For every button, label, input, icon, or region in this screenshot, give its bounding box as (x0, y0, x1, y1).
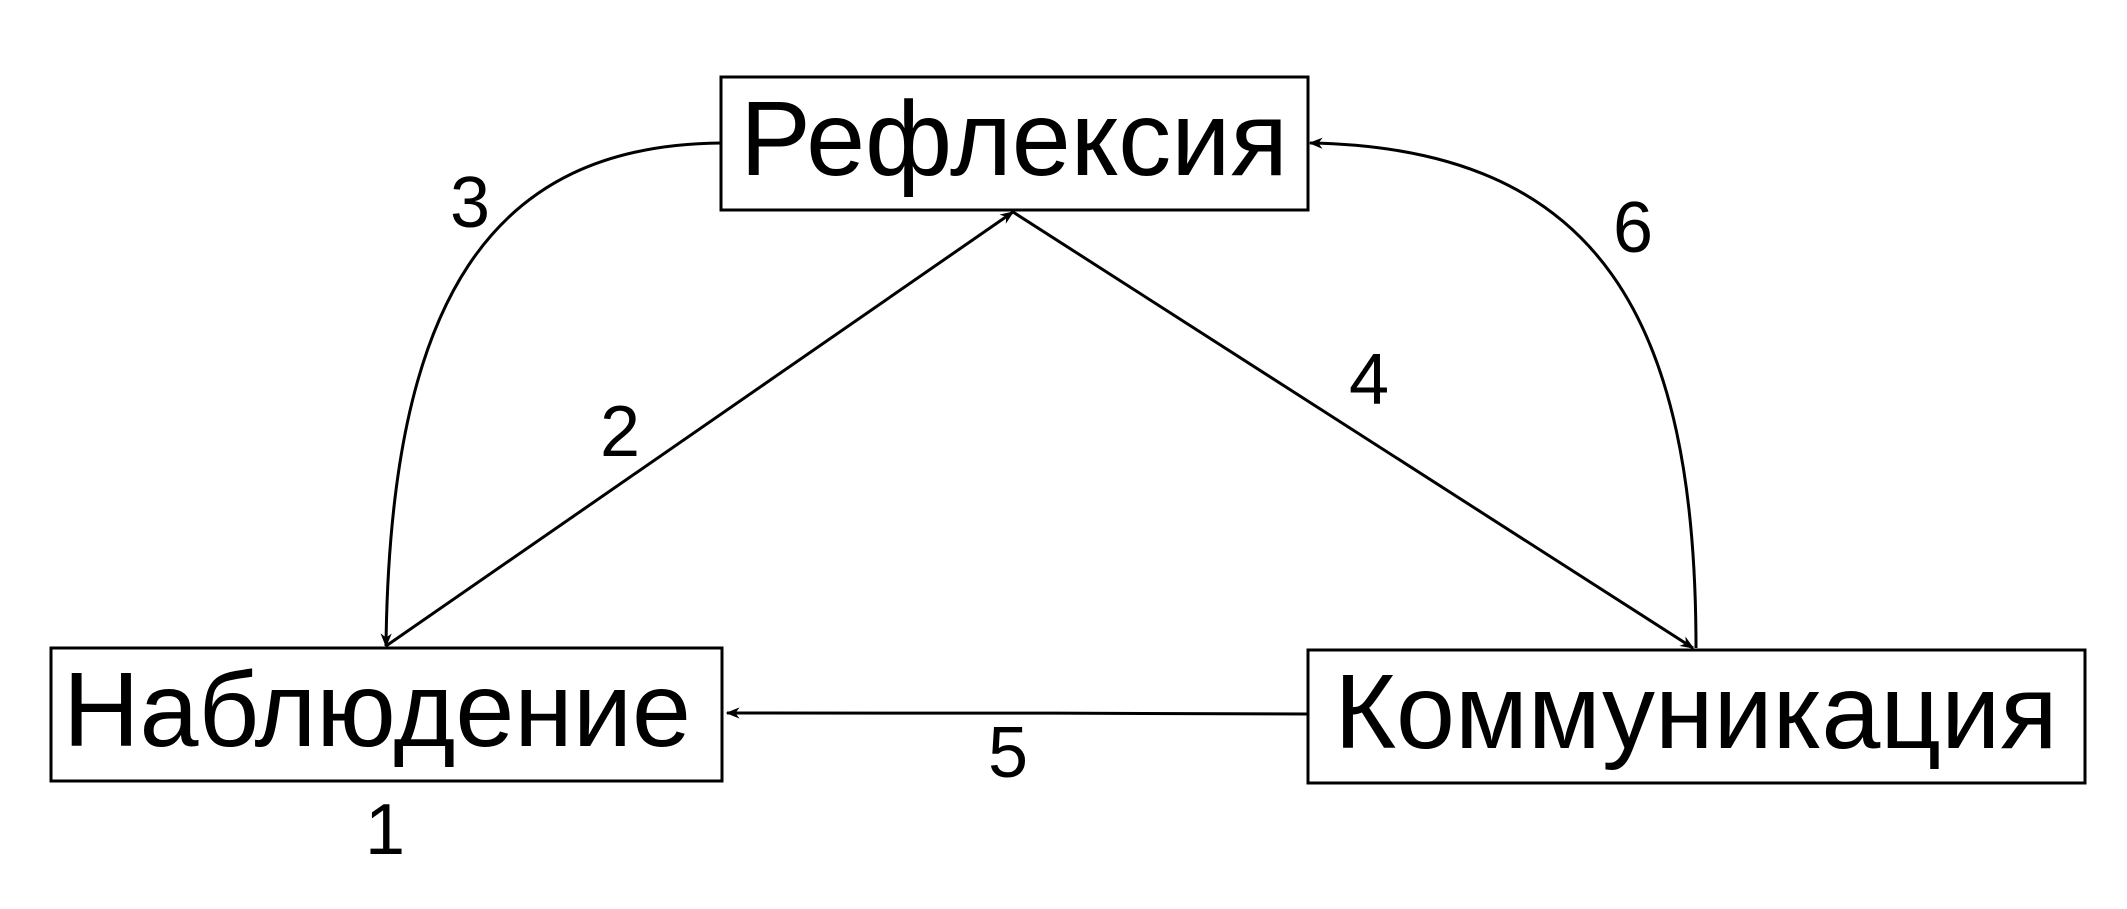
node-reflection-box (719, 75, 1310, 212)
arrow-communication-to-reflection-curved (1308, 137, 1698, 649)
arrow-observation-to-reflection (385, 210, 1015, 648)
arrow-reflection-to-observation-curved (380, 141, 722, 648)
edge-label-2: 2 (600, 392, 640, 472)
node-observation: Наблюдение (49, 646, 724, 783)
edge-label-4: 4 (1349, 340, 1389, 420)
arrow-communication-to-observation (725, 707, 1309, 719)
node-communication-label: Коммуникация (1334, 653, 2057, 771)
arrow-reflection-to-communication (1012, 210, 1695, 650)
node-reflection: Рефлексия (719, 75, 1310, 212)
edge-label-6: 6 (1613, 188, 1653, 268)
node-observation-label: Наблюдение (63, 651, 691, 769)
node-communication: Коммуникация (1306, 648, 2087, 785)
node-reflection-label: Рефлексия (740, 80, 1288, 198)
edge-label-5: 5 (988, 713, 1028, 793)
node-observation-box (49, 646, 724, 783)
node-communication-box (1306, 648, 2087, 785)
edge-label-3: 3 (450, 163, 490, 243)
edge-label-1: 1 (365, 790, 405, 870)
